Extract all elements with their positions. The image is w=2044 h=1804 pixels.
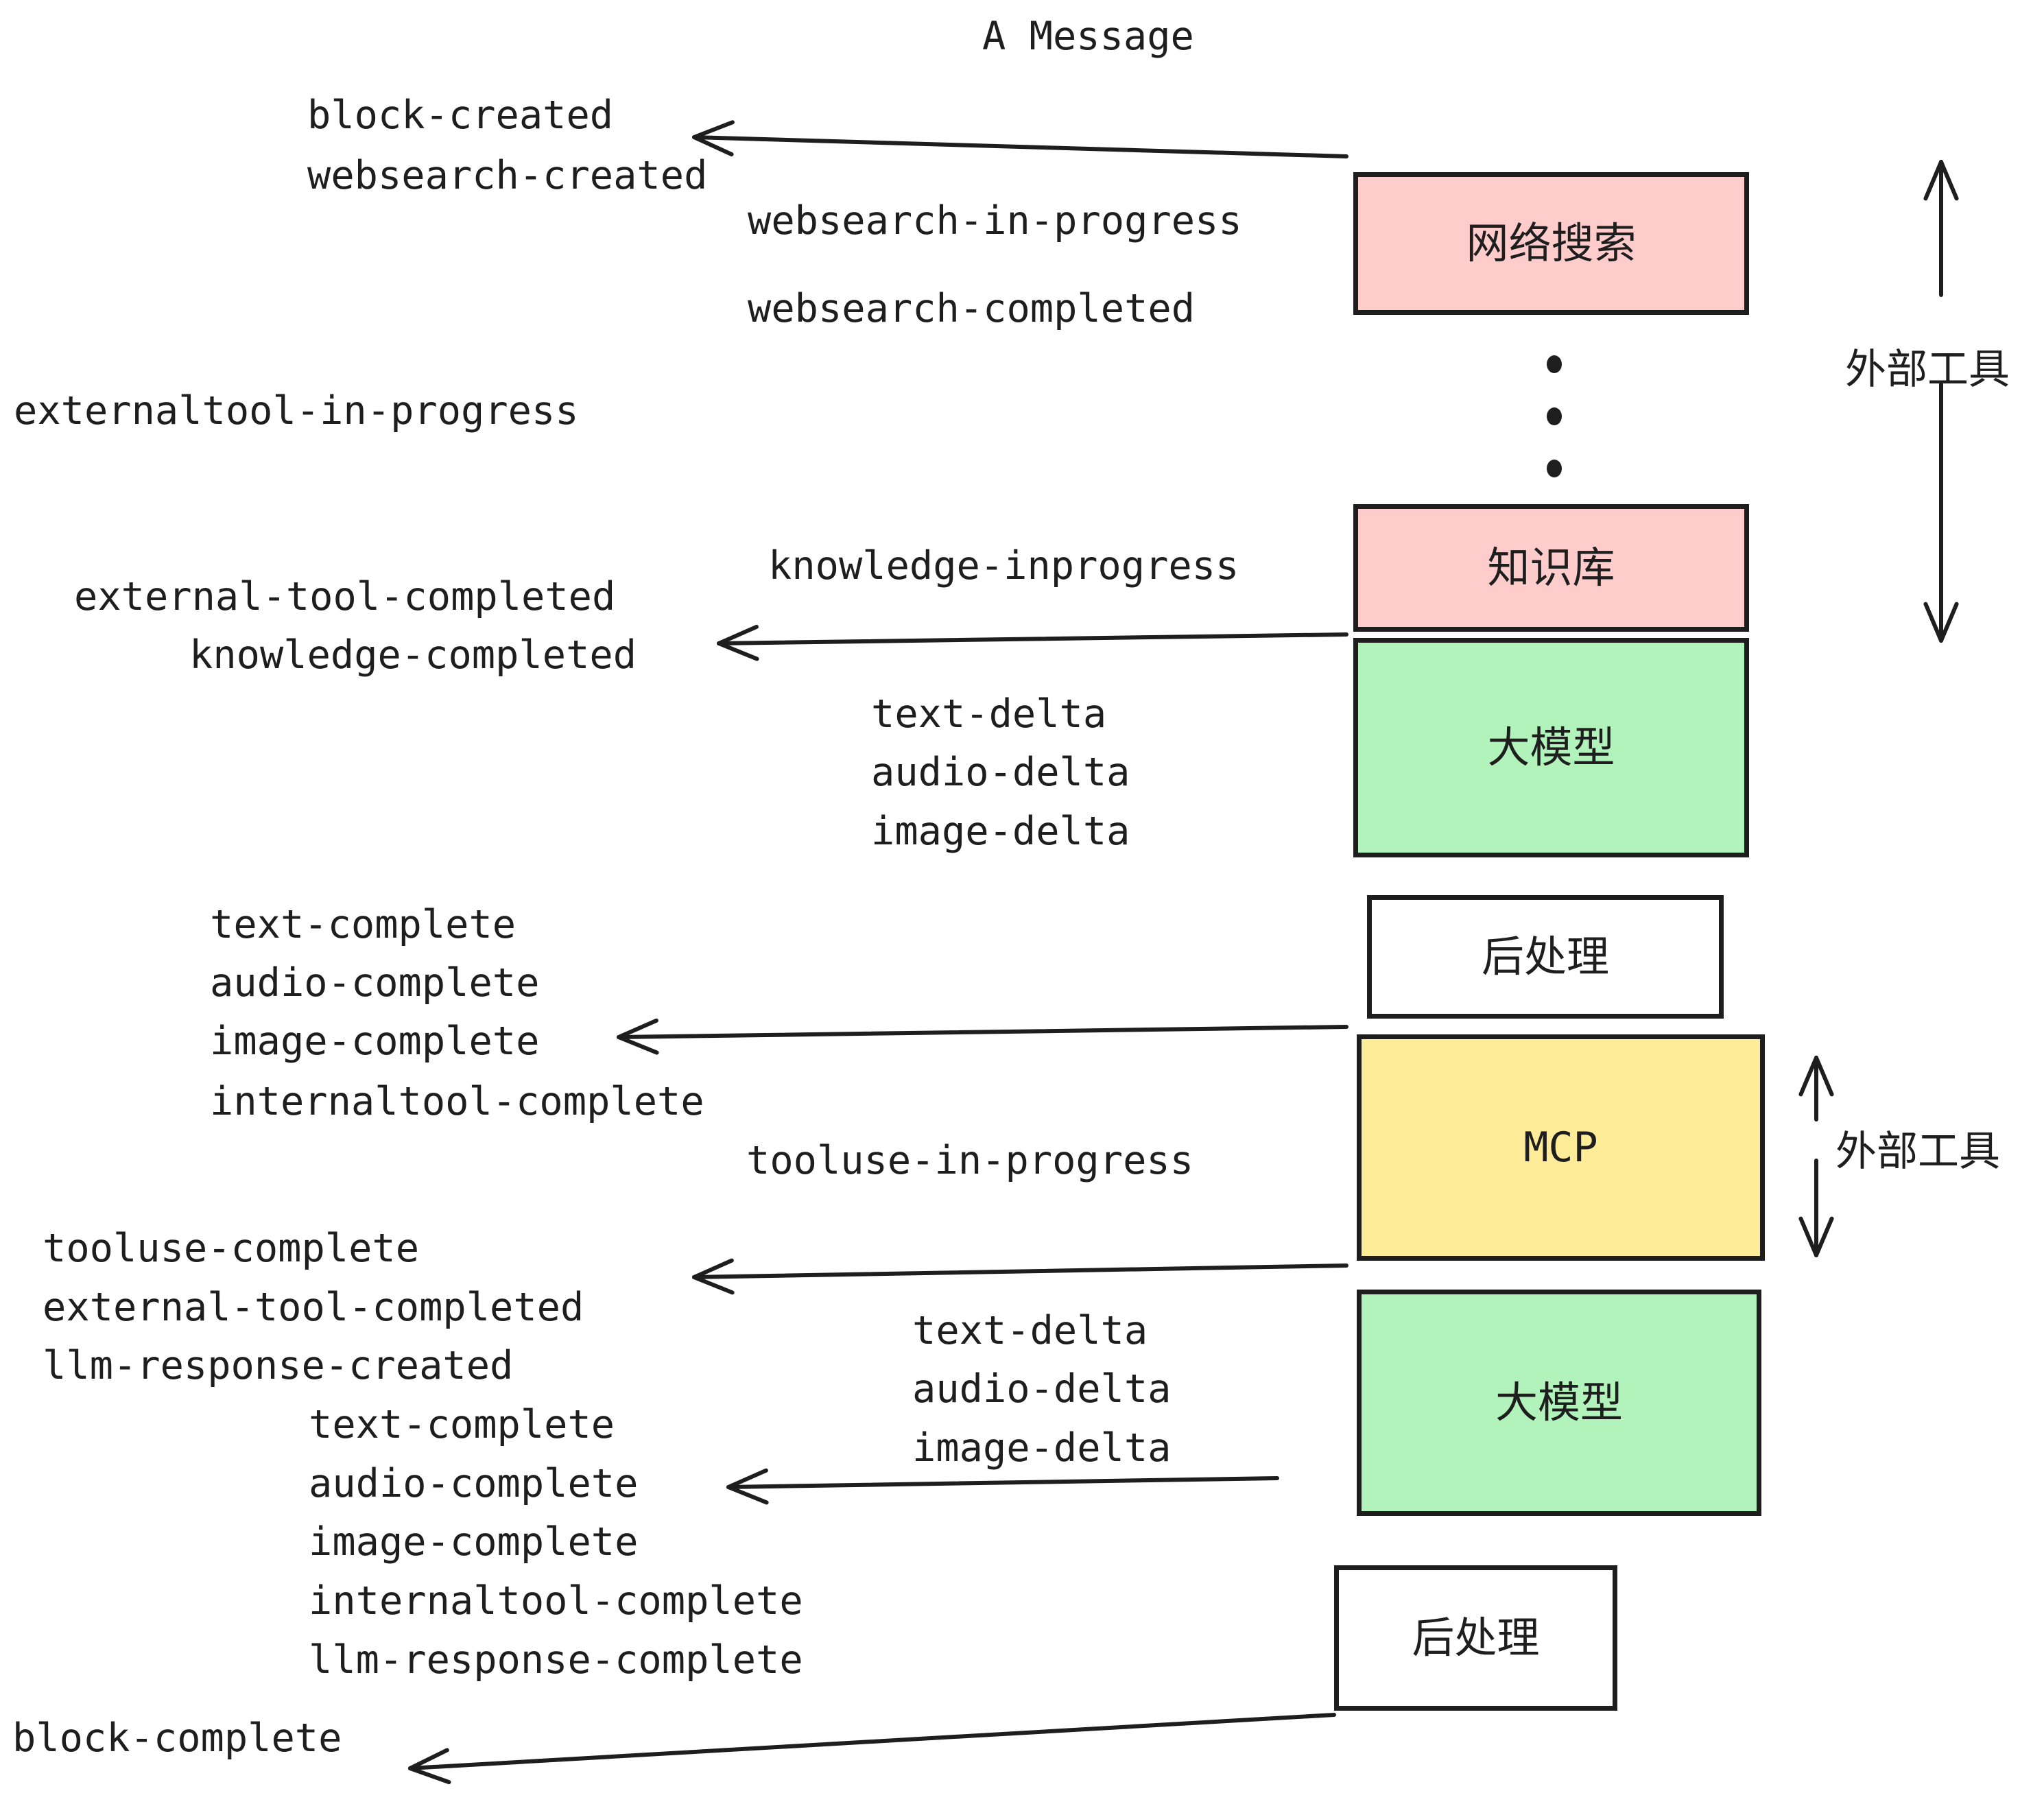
event-label: tooluse-in-progress <box>746 1138 1194 1183</box>
event-label: text-delta <box>871 691 1107 737</box>
event-label: image-delta <box>912 1425 1172 1471</box>
event-label: internaltool-complete <box>210 1079 704 1124</box>
event-label: block-complete <box>12 1716 342 1761</box>
event-label: text-delta <box>912 1308 1148 1353</box>
ellipsis-dot-1-icon <box>1547 355 1562 373</box>
ellipsis-dot-3-icon <box>1547 460 1562 477</box>
external-tool-up-1 <box>1923 160 1959 297</box>
arrow-block-created <box>692 120 1348 158</box>
box-label-postprocess-1: 后处理 <box>1481 931 1609 982</box>
event-label: internaltool-complete <box>309 1578 803 1624</box>
external-tool-down-2 <box>1798 1159 1834 1257</box>
event-label: external-tool-completed <box>43 1285 584 1330</box>
event-label: knowledge-completed <box>189 632 637 678</box>
event-label: image-delta <box>871 809 1130 854</box>
event-label: audio-complete <box>309 1461 639 1506</box>
box-label-llm-1: 大模型 <box>1487 722 1615 772</box>
event-label: llm-response-created <box>43 1343 514 1388</box>
box-postprocess-1: 后处理 <box>1367 895 1724 1019</box>
event-label: llm-response-complete <box>309 1637 803 1683</box>
box-llm-1: 大模型 <box>1353 638 1749 857</box>
event-label: text-complete <box>309 1402 615 1447</box>
box-label-llm-2: 大模型 <box>1495 1377 1623 1427</box>
page-title: A Message <box>982 14 1194 59</box>
box-mcp: MCP <box>1357 1034 1765 1261</box>
event-label: websearch-completed <box>748 286 1196 331</box>
event-label: tooluse-complete <box>43 1226 420 1271</box>
event-label: knowledge-inprogress <box>768 543 1239 589</box>
external-tool-down-1 <box>1923 382 1959 643</box>
group-label-external-tool-top: 外部工具 <box>1845 346 2010 394</box>
box-postprocess-2: 后处理 <box>1334 1565 1617 1711</box>
event-label: websearch-created <box>307 153 708 198</box>
box-label-postprocess-2: 后处理 <box>1412 1613 1540 1663</box>
external-tool-up-2 <box>1798 1056 1834 1121</box>
ellipsis-dot-2-icon <box>1547 407 1562 425</box>
event-label: audio-delta <box>871 750 1130 795</box>
arrow-audio-complete <box>726 1468 1279 1505</box>
event-label: audio-complete <box>210 960 540 1006</box>
group-label-external-tool-bottom: 外部工具 <box>1835 1128 2000 1176</box>
box-websearch: 网络搜索 <box>1353 172 1749 315</box>
box-label-mcp: MCP <box>1523 1124 1598 1172</box>
event-label: block-created <box>307 93 614 138</box>
box-label-knowledge: 知识库 <box>1487 543 1615 593</box>
event-label: image-complete <box>210 1019 540 1064</box>
event-label: external-tool-completed <box>74 574 616 619</box>
event-label: text-complete <box>210 902 516 947</box>
event-label: audio-delta <box>912 1366 1172 1412</box>
arrow-knowledge-complete <box>717 624 1348 661</box>
arrow-block-complete <box>408 1713 1336 1785</box>
event-label: websearch-in-progress <box>748 198 1242 244</box>
arrow-tooluse-complete <box>692 1258 1348 1295</box>
arrow-image-complete <box>617 1018 1348 1055</box>
box-llm-2: 大模型 <box>1357 1290 1761 1516</box>
event-label: externaltool-in-progress <box>14 388 579 434</box>
event-label: image-complete <box>309 1519 639 1565</box>
box-knowledge: 知识库 <box>1353 504 1749 632</box>
box-label-websearch: 网络搜索 <box>1466 218 1637 268</box>
